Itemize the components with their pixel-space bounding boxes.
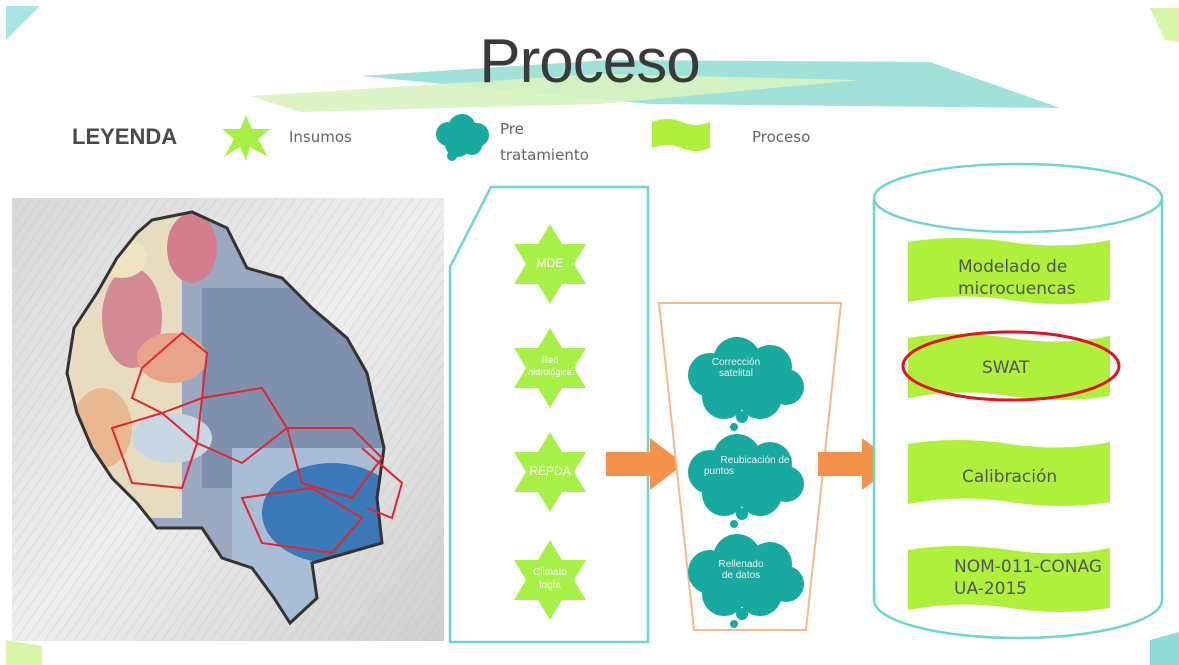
swat-highlight-ellipse bbox=[901, 330, 1121, 402]
proceso-calibracion-label: Calibración bbox=[962, 467, 1058, 487]
legend-pre-text: Pre bbox=[500, 120, 524, 138]
legend-insumos-text: Insumos bbox=[289, 128, 352, 146]
pretratamiento-cloud-rellenado bbox=[688, 534, 804, 628]
legend-star-icon bbox=[222, 115, 270, 161]
legend-proceso-text: Proceso bbox=[752, 128, 811, 146]
legend-label: LEYENDA bbox=[72, 124, 178, 149]
proceso-cylinder bbox=[872, 162, 1164, 640]
arrow-right-icon bbox=[606, 438, 684, 490]
pretratamiento-cloud-correccion bbox=[688, 337, 804, 431]
page-title: Proceso bbox=[479, 27, 700, 96]
proceso-banner-calibracion bbox=[908, 440, 1110, 506]
legend-process-icon bbox=[652, 119, 710, 151]
insumos-panel bbox=[448, 185, 650, 644]
insumo-repda-label: REPDA bbox=[529, 464, 571, 478]
pretratamiento-cloud-reubicacion bbox=[688, 434, 804, 528]
watershed-map bbox=[12, 198, 444, 641]
legend-cloud-icon bbox=[436, 114, 489, 161]
insumo-mde-label: MDE bbox=[536, 256, 564, 270]
insumo-star-repda bbox=[514, 432, 586, 512]
insumo-star-climatologia bbox=[514, 540, 586, 620]
proceso-swat-label: SWAT bbox=[982, 358, 1030, 378]
proceso-banner-swat bbox=[908, 334, 1110, 400]
proceso-banner-modelado bbox=[908, 238, 1110, 304]
proceso-banner-nom bbox=[908, 546, 1110, 612]
legend-tratamiento-text: tratamiento bbox=[500, 146, 589, 164]
insumo-star-red-hidrologica bbox=[514, 328, 586, 408]
insumo-star-mde bbox=[514, 224, 586, 304]
